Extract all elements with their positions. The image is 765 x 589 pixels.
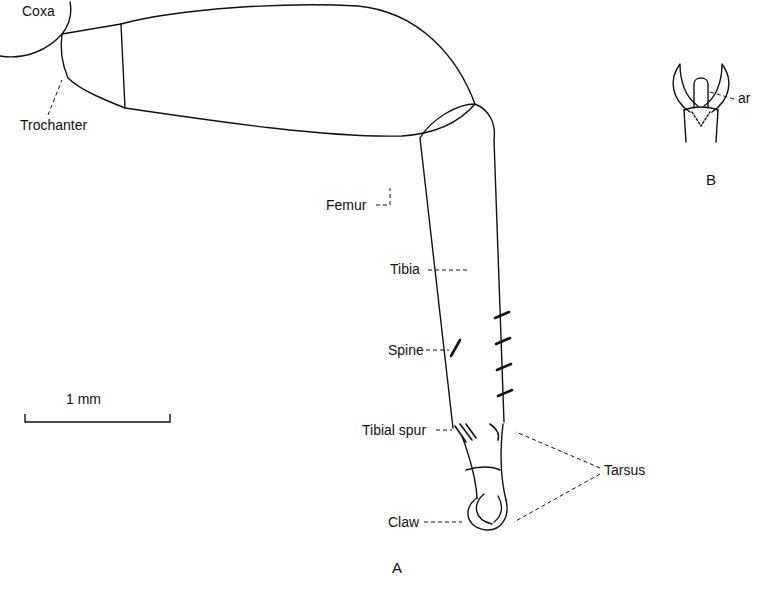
part-label: Femur bbox=[326, 198, 366, 213]
part-label: Trochanter bbox=[20, 118, 87, 133]
part-label: Tarsus bbox=[604, 463, 645, 478]
pretarsus-detail bbox=[673, 64, 729, 142]
part-label: ar bbox=[738, 91, 750, 106]
tibial-spur bbox=[455, 424, 499, 442]
panel-letter: B bbox=[706, 172, 716, 189]
part-label: Coxa bbox=[22, 4, 55, 19]
trochanter-outline bbox=[61, 24, 125, 108]
scale-label: 1 mm bbox=[66, 392, 101, 407]
panel-letter: A bbox=[392, 560, 402, 577]
part-label: Tibia bbox=[390, 262, 420, 277]
femur-outline bbox=[121, 5, 475, 136]
part-label: Claw bbox=[388, 515, 419, 530]
part-label: Tibial spur bbox=[362, 423, 426, 438]
tarsus-outline bbox=[462, 424, 506, 500]
coxa-outline bbox=[0, 2, 71, 57]
leader-lines bbox=[48, 80, 734, 522]
part-label: Spine bbox=[388, 343, 424, 358]
scale-bar bbox=[25, 414, 170, 422]
tibia-outline bbox=[420, 104, 504, 428]
claw-outline bbox=[468, 494, 507, 530]
tibial-spines bbox=[451, 312, 512, 396]
